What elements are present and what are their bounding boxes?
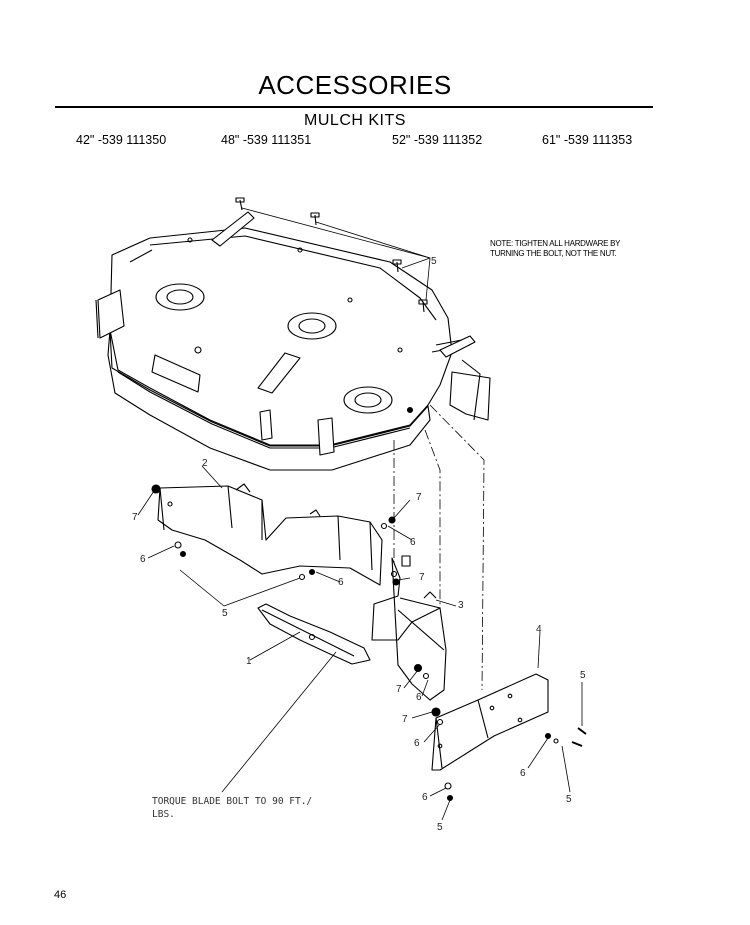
callout-4: 4 [536, 624, 542, 635]
callout-5-left: 5 [222, 608, 228, 619]
blade-part-1 [257, 603, 371, 665]
callout-6-far: 6 [520, 768, 526, 779]
page-subtitle: MULCH KITS [304, 112, 406, 129]
callouts: 5 2 7 6 5 6 7 6 7 3 1 4 5 7 6 7 6 6 5 6 … [132, 256, 586, 833]
kit-48: 48" -539 111351 [221, 133, 312, 147]
callout-6-base: 6 [422, 792, 428, 803]
leader-lines [137, 465, 583, 821]
baffle-part-3 [371, 555, 447, 701]
kit-52: 52" -539 111352 [392, 133, 483, 147]
torque-note-line1: TORQUE BLADE BOLT TO 90 FT./ [152, 796, 313, 807]
kit-42: 42" -539 111350 [76, 133, 167, 147]
callout-7-bottom: 7 [402, 714, 408, 725]
kit-list: 42" -539 111350 48" -539 111351 52" -539… [0, 133, 750, 151]
callout-6-left: 6 [140, 554, 146, 565]
torque-note: TORQUE BLADE BOLT TO 90 FT./ LBS. [152, 795, 352, 821]
callout-3: 3 [458, 600, 464, 611]
page-title: ACCESSORIES [258, 70, 452, 100]
kit-61: 61" -539 111353 [542, 133, 633, 147]
callout-6-mid: 6 [338, 577, 344, 588]
callout-7-right: 7 [419, 572, 425, 583]
hardware-note: NOTE: TIGHTEN ALL HARDWARE BY TURNING TH… [490, 239, 660, 259]
hardware [151, 484, 587, 802]
mower-deck [95, 197, 491, 471]
callout-6-bottom: 6 [414, 738, 420, 749]
callout-5-right: 5 [580, 670, 586, 681]
callout-6-lower: 6 [416, 692, 422, 703]
callout-5-base: 5 [437, 822, 443, 833]
callout-6-right: 6 [410, 537, 416, 548]
hardware-note-line1: NOTE: TIGHTEN ALL HARDWARE BY [490, 239, 621, 248]
hardware-note-line2: TURNING THE BOLT, NOT THE NUT. [490, 249, 617, 258]
callout-5-top: 5 [431, 256, 437, 267]
callout-5-far: 5 [566, 794, 572, 805]
callout-7-left: 7 [132, 512, 138, 523]
baffle-part-4 [431, 673, 549, 771]
callout-2: 2 [202, 458, 208, 469]
baffle-part-2 [157, 483, 383, 586]
callout-1: 1 [246, 656, 252, 667]
page-number: 46 [54, 889, 67, 901]
alignment-lines [393, 404, 485, 691]
callout-7-lower: 7 [396, 684, 402, 695]
title-rule [55, 106, 653, 108]
callout-7-mid: 7 [416, 492, 422, 503]
torque-note-line2: LBS. [152, 809, 175, 820]
